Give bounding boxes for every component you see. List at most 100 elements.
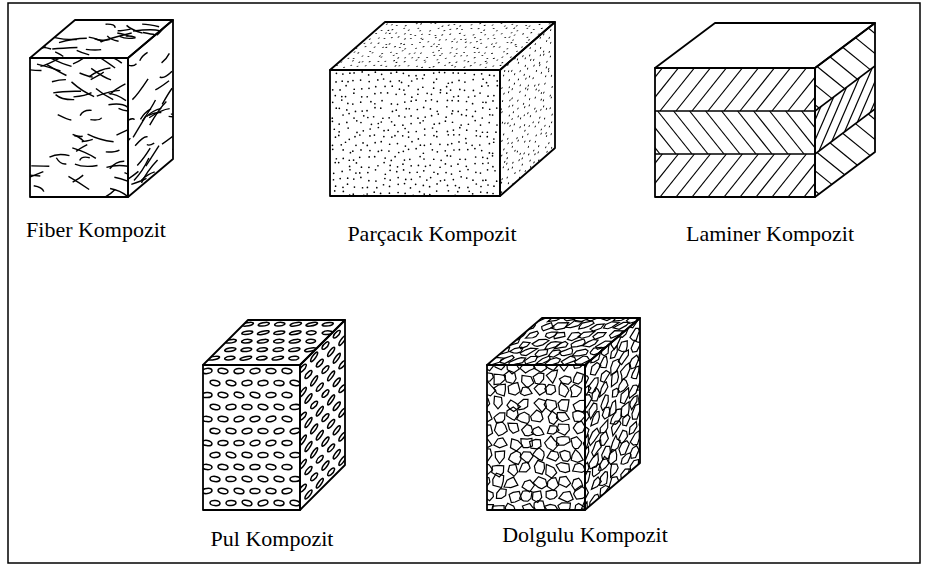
filler-grain — [559, 491, 573, 502]
particle-dot — [362, 130, 364, 132]
particle-dot — [492, 166, 494, 168]
particle-dot — [367, 117, 369, 119]
particle-dot — [397, 177, 399, 179]
flake — [327, 393, 335, 406]
flake — [339, 334, 345, 347]
particle-dot — [404, 48, 407, 49]
flake — [333, 424, 340, 437]
fiber-stroke — [80, 110, 91, 115]
particle-dot — [501, 181, 502, 184]
particle-dot — [438, 39, 441, 40]
particle-dot — [429, 164, 431, 166]
particle-dot — [415, 60, 418, 61]
particle-dot — [355, 144, 357, 146]
particle-dot — [524, 124, 525, 127]
particle-dot — [375, 180, 377, 182]
particle-dot — [471, 145, 473, 147]
filler-grain — [546, 464, 557, 478]
particle-dot — [424, 116, 426, 118]
particle-dot — [522, 55, 523, 58]
particle-dot — [466, 101, 468, 103]
flake — [300, 483, 307, 494]
cube-edge — [203, 365, 300, 510]
particle-dot — [436, 190, 438, 192]
particle-dot — [464, 42, 467, 43]
particle-dot — [489, 143, 491, 145]
particle-dot — [360, 149, 362, 151]
particle-dot — [445, 39, 448, 40]
particle-dot — [522, 135, 523, 138]
particle-dot — [509, 86, 510, 89]
particle-dot — [466, 177, 468, 179]
fiber-stroke — [30, 67, 42, 71]
fiber-hatch — [692, 68, 726, 111]
fiber-stroke — [128, 57, 137, 71]
particle-dot — [434, 37, 437, 38]
particle-dot — [509, 57, 512, 58]
flake — [290, 476, 300, 482]
particle-dot — [433, 55, 436, 56]
particle-dot — [366, 193, 368, 195]
particle-dot — [333, 128, 335, 130]
flake — [210, 379, 221, 386]
particle-dot — [519, 90, 520, 93]
flake — [239, 356, 253, 361]
particle-dot — [332, 120, 334, 122]
particle-dot — [373, 116, 375, 118]
particle-dot — [389, 143, 391, 145]
particle-dot — [360, 79, 362, 81]
particle-dot — [437, 173, 439, 175]
fiber-hatch — [740, 154, 774, 197]
particle-dot — [482, 131, 484, 133]
flake — [239, 348, 253, 352]
particle-dot — [472, 116, 474, 118]
particle-dot — [433, 82, 435, 84]
fiber-hatch — [655, 111, 676, 154]
particle-dot — [393, 46, 396, 47]
particle-dot — [419, 30, 422, 31]
particle-dot — [408, 108, 410, 110]
particle-dot — [421, 67, 424, 68]
particle-dot — [346, 109, 348, 111]
flake — [300, 458, 307, 471]
particle-dot — [492, 46, 495, 47]
fiber-stroke — [34, 186, 44, 192]
flake — [226, 404, 236, 410]
particle-dot — [453, 129, 455, 131]
particle-dot — [501, 178, 502, 181]
fiber-stroke — [118, 29, 131, 31]
flake — [290, 404, 300, 410]
cube-face — [299, 321, 346, 508]
particle-dot — [345, 85, 347, 87]
particle-dot — [385, 66, 388, 67]
particle-dot — [527, 67, 528, 70]
particle-dot — [528, 145, 529, 148]
particle-dot — [504, 70, 505, 73]
fiber-stroke — [128, 114, 135, 126]
cube-edge — [487, 365, 585, 510]
particle-dot — [343, 67, 346, 68]
particle-dot — [424, 144, 426, 146]
particle-dot — [360, 177, 362, 179]
particle-dot — [518, 78, 519, 81]
filler-grain — [571, 449, 583, 462]
particle-dot — [451, 47, 454, 48]
fiber-hatch — [772, 154, 806, 197]
particle-dot — [398, 65, 401, 66]
filler-grain — [575, 321, 597, 329]
particle-dot — [513, 34, 516, 35]
fiber-stroke — [58, 115, 72, 120]
particle-dot — [419, 191, 421, 193]
particle-dot — [397, 192, 399, 194]
flake — [258, 380, 268, 386]
particle-dot — [339, 178, 341, 180]
particle-dot — [381, 53, 384, 54]
particle-dot — [496, 180, 498, 182]
particle-dot — [525, 170, 526, 173]
face-texture — [815, 23, 875, 197]
particle-dot — [501, 87, 502, 90]
particle-dot — [460, 55, 463, 56]
flake — [234, 415, 245, 422]
particle-dot — [488, 122, 490, 124]
particle-dot — [485, 47, 488, 48]
